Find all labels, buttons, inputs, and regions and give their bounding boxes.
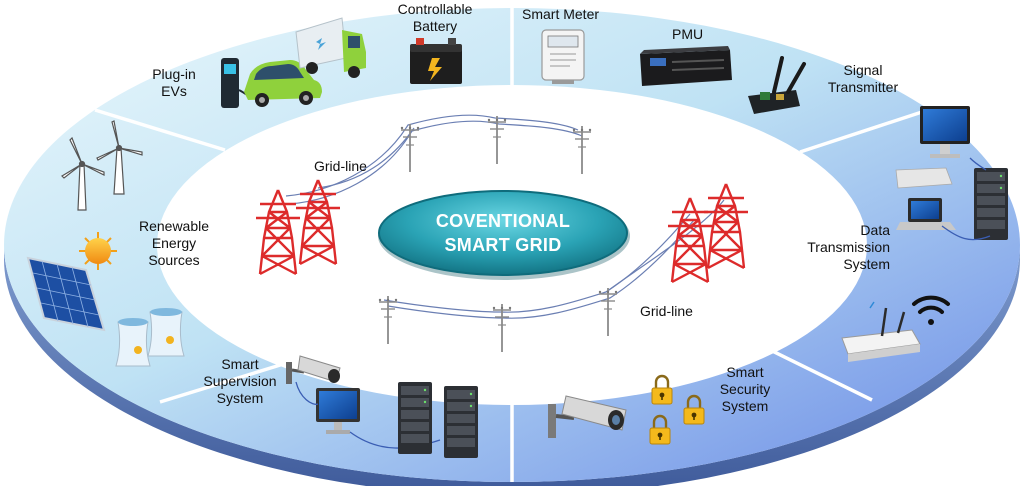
pmu-icon <box>640 46 732 86</box>
network-cable <box>969 157 987 171</box>
data-transmission-label-line-1: Data <box>860 222 890 238</box>
network-cable <box>941 225 991 241</box>
smart-supervision-label-line-3: System <box>216 390 264 406</box>
grid-line-label-left: Grid-line <box>314 158 367 174</box>
data-transmission-system-label: Data Transmission System <box>770 222 890 273</box>
desktop-computer-icon <box>895 106 970 189</box>
smart-security-label-line-2: Security <box>719 381 771 397</box>
plug-in-evs-label-line-1: Plug-in <box>152 66 196 82</box>
electric-truck-icon <box>295 17 366 78</box>
renewable-label-line-2: Energy <box>151 235 197 251</box>
smart-supervision-system-label: Smart Supervision System <box>190 356 290 407</box>
smart-supervision-label-line-1: Smart <box>221 356 259 372</box>
controllable-battery-label-line-1: Controllable <box>397 1 473 17</box>
controllable-battery-label: Controllable Battery <box>380 1 490 35</box>
center-title-line-2: SMART GRID <box>444 235 562 255</box>
plug-in-evs-label: Plug-in EVs <box>148 66 200 100</box>
smart-security-system-label: Smart Security System <box>700 364 790 415</box>
signal-transmitter-label-line-2: Transmitter <box>827 79 899 95</box>
nuclear-plant-icon <box>115 308 185 367</box>
grid-line-label-right: Grid-line <box>640 303 693 319</box>
router-icon <box>841 301 921 362</box>
center-title-line-1: COVENTIONAL <box>435 211 571 231</box>
controllable-battery-label-line-2: Battery <box>412 18 458 34</box>
signal-transmitter-icon <box>748 56 806 114</box>
grid-lines-bottom <box>383 199 725 319</box>
solar-panel-icon <box>26 256 106 332</box>
wifi-icon <box>912 295 950 325</box>
center-ellipse <box>378 190 628 276</box>
wind-turbine-icon <box>61 136 105 211</box>
smart-meter-icon <box>541 29 585 84</box>
electric-car-icon <box>244 60 322 107</box>
signal-transmitter-label-line-1: Signal <box>843 62 883 78</box>
plug-in-evs-label-line-2: EVs <box>161 83 187 99</box>
data-transmission-label-line-2: Transmission <box>807 239 890 255</box>
wind-turbine-icon <box>96 120 143 195</box>
smart-security-label-line-3: System <box>721 398 769 414</box>
renewable-label-line-3: Sources <box>148 252 200 268</box>
renewable-energy-sources-label: Renewable Energy Sources <box>124 218 224 269</box>
security-camera-icon <box>286 355 341 384</box>
grid-lines-top <box>285 114 583 205</box>
sun-icon <box>79 232 117 270</box>
security-camera-icon <box>548 395 627 438</box>
renewable-label-line-1: Renewable <box>138 218 210 234</box>
monitor-icon <box>316 388 360 434</box>
smart-supervision-label-line-2: Supervision <box>203 373 277 389</box>
center-title: COVENTIONAL SMART GRID <box>378 192 628 274</box>
car-battery-icon <box>410 38 462 84</box>
smart-meter-label: Smart Meter <box>522 6 600 22</box>
laptop-icon <box>896 198 956 230</box>
signal-transmitter-label: Signal Transmitter <box>818 62 908 96</box>
smart-security-label-line-1: Smart <box>726 364 764 380</box>
data-transmission-label-line-3: System <box>843 256 890 272</box>
pmu-label: PMU <box>672 26 704 42</box>
network-cable <box>295 381 319 405</box>
segment-dividers <box>94 8 929 482</box>
